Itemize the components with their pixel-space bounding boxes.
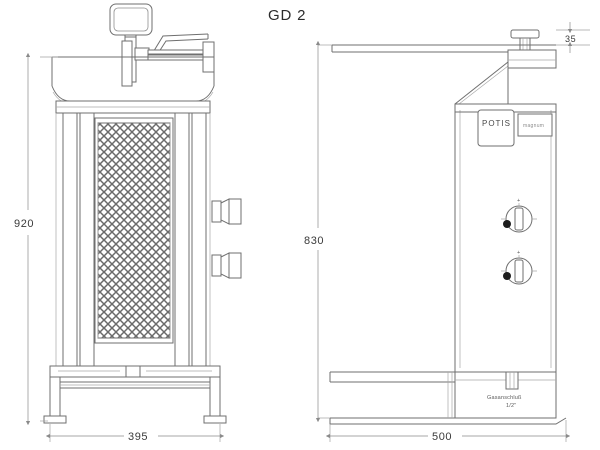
drive-shaft: [121, 34, 150, 87]
dimension-detail-35: 35: [556, 22, 590, 53]
dimension-height-830: 830: [304, 40, 332, 423]
dimension-width-395: 395: [45, 424, 225, 443]
dimension-label-35: 35: [565, 34, 576, 44]
base-plinth: [329, 371, 567, 425]
dimension-height-920: 920: [14, 52, 58, 426]
gas-compartment: Gasanschluß 1/2": [454, 371, 557, 419]
burner-mesh-panel: [94, 117, 174, 344]
side-bracket-lower: [211, 252, 242, 279]
gas-connection-label-line1: Gasanschluß: [487, 395, 522, 401]
body-top-rail: [55, 100, 211, 114]
swing-arm: [147, 33, 209, 61]
dimension-label-920: 920: [14, 218, 34, 230]
drip-tray: [49, 365, 221, 378]
top-hood-plate: [331, 44, 557, 69]
dimension-label-500: 500: [432, 431, 452, 443]
drawing-title: GD 2: [268, 7, 306, 24]
hood-bevel: [454, 61, 509, 110]
body-columns: [55, 112, 211, 367]
burner-knob-lower[interactable]: +: [501, 250, 537, 285]
dimension-depth-500: 500: [325, 420, 571, 443]
cabinet-body: [454, 103, 557, 373]
knob-upper-marker: +: [517, 198, 520, 204]
side-bracket-upper: [211, 198, 242, 225]
brand-plate: POTIS: [477, 109, 515, 147]
burner-knob-upper[interactable]: +: [501, 198, 537, 233]
side-elevation-view: POTIS magnum + +: [304, 22, 590, 443]
gas-connection-label-line2: 1/2": [506, 403, 516, 409]
brand-plate-label: POTIS: [482, 119, 511, 128]
knob-lower-marker: +: [517, 250, 520, 256]
dimension-label-395: 395: [128, 431, 148, 443]
top-handle-knob: [510, 29, 540, 51]
dimension-label-830: 830: [304, 235, 324, 247]
model-plate: magnum: [517, 113, 553, 137]
front-elevation-view: 920 395: [14, 3, 242, 443]
floor-stand: [43, 376, 227, 424]
motor-housing: [109, 3, 153, 36]
model-plate-label: magnum: [523, 123, 544, 129]
